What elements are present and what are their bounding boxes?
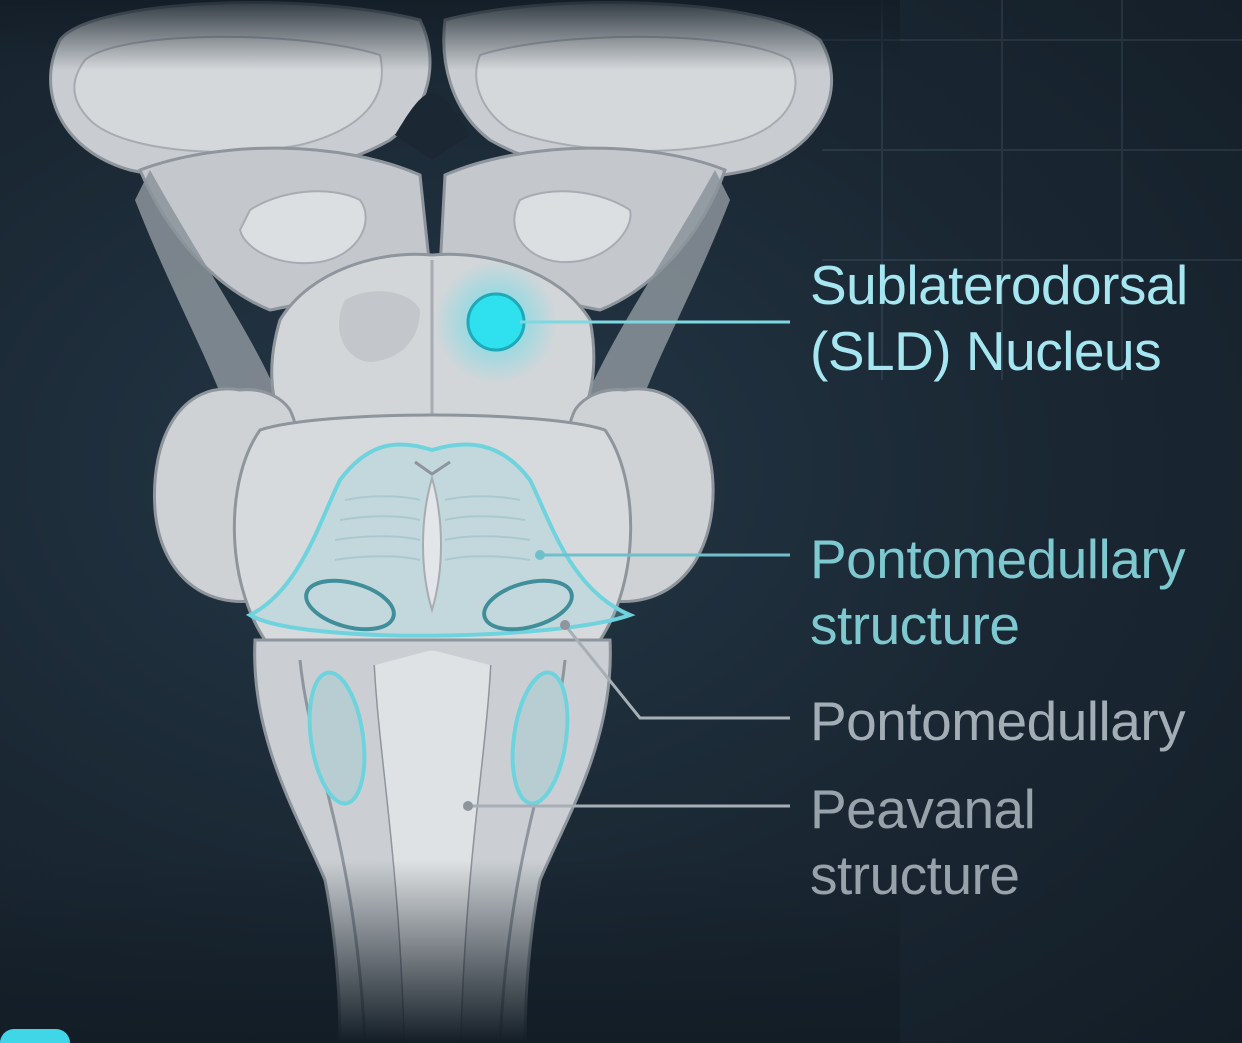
leader-dot-pontomedullary <box>560 620 570 630</box>
sld-nucleus-dot <box>468 294 524 350</box>
leader-dot-peavanal <box>463 801 473 811</box>
label-pontomedullary-structure-line1: Pontomedullary <box>810 526 1185 592</box>
label-sld-line1: Sublaterodorsal <box>810 252 1188 318</box>
label-peavanal-line2: structure <box>810 842 1035 908</box>
label-pontomedullary-structure: Pontomedullary structure <box>810 526 1185 658</box>
label-pontomedullary: Pontomedullary <box>810 688 1185 754</box>
label-peavanal-line1: Peavanal <box>810 776 1035 842</box>
top-fade <box>0 0 900 70</box>
label-peavanal-structure: Peavanal structure <box>810 776 1035 908</box>
label-pontomedullary-structure-line2: structure <box>810 592 1185 658</box>
bottom-fade <box>0 860 900 1043</box>
corner-tab[interactable] <box>0 1029 70 1043</box>
label-sld-nucleus: Sublaterodorsal (SLD) Nucleus <box>810 252 1188 384</box>
leader-dot-pontomedullary-structure <box>535 550 545 560</box>
label-pontomedullary-line1: Pontomedullary <box>810 688 1185 754</box>
label-sld-line2: (SLD) Nucleus <box>810 318 1188 384</box>
